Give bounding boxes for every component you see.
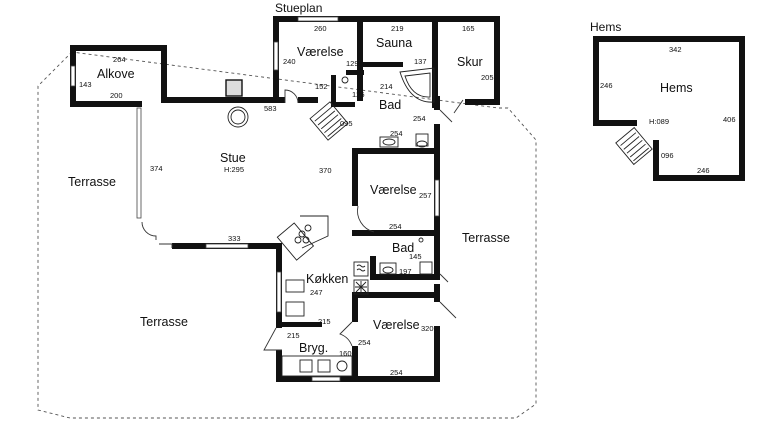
hems-height: H:089 [649,117,669,126]
dim-label: 254 [413,114,426,123]
stove-icon [227,106,249,128]
dim-label: 152 [315,82,328,91]
dim-label: 214 [380,82,393,91]
dim-label: 165 [462,24,475,33]
dim-label: 257 [419,191,432,200]
room-hems: Hems [660,81,693,95]
dim-label: 215 [318,317,331,326]
dim-label: 254 [390,368,403,377]
fixtures [225,67,435,377]
loft-title: Hems [590,20,621,34]
dim-label: 143 [79,80,92,89]
terrace-bottom: Terrasse [140,315,188,329]
dim-label: 137 [414,57,427,66]
dim-label: 333 [228,234,241,243]
fan-icon [353,279,369,295]
ground-floor-title: Stueplan [275,1,322,15]
dim-label: 254 [358,338,371,347]
dim-label: 160 [339,349,352,358]
dim-label: 205 [481,73,494,82]
dim-label: 260 [314,24,327,33]
dim-label: 145 [409,252,422,261]
chimney-icon [225,79,243,97]
toilet-icon [415,133,429,147]
dim-label: 374 [150,164,163,173]
dim-label: 254 [390,129,403,138]
bathtub-icon [399,67,435,103]
room-vaerelse-top: Værelse [297,45,344,59]
dim-label: 197 [399,267,412,276]
room-vaerelse-mid: Værelse [370,183,417,197]
dim-label: 246 [697,166,710,175]
room-skur: Skur [457,55,483,69]
dim-label: 264 [113,55,126,64]
dimension-labels: 260 219 165 264 143 200 240 129 137 205 … [79,24,736,377]
doors [141,89,464,351]
sink-icon [379,136,399,148]
dim-label: 129 [346,59,359,68]
loft-walls [593,36,745,181]
room-bad-top: Bad [379,98,401,112]
dim-label: 583 [264,104,277,113]
stue-height: H:295 [224,165,244,174]
terrace-outline [37,51,537,419]
dim-label: 215 [287,331,300,340]
room-alkove: Alkove [97,67,135,81]
dim-label: 219 [391,24,404,33]
terrace-right: Terrasse [462,231,510,245]
loft-stairs-icon [615,126,653,166]
room-sauna: Sauna [376,36,412,50]
dim-label: 240 [283,57,296,66]
dim-label: 200 [110,91,123,100]
dim-label: 406 [723,115,736,124]
dim-label: 096 [661,151,674,160]
room-bad-mid: Bad [392,241,414,255]
dim-label: 095 [340,119,353,128]
terrace-left: Terrasse [68,175,116,189]
kitchen-counter [276,222,315,261]
stairs-icon [309,101,349,141]
room-kokken: Køkken [306,272,348,286]
dim-label: 320 [421,324,434,333]
dim-label: 370 [319,166,332,175]
room-bryg: Bryg. [299,341,328,355]
dim-label: 254 [389,222,402,231]
windows [70,16,440,382]
dim-label: 125 [352,90,365,99]
dim-label: 342 [669,45,682,54]
room-vaerelse-bottom: Værelse [373,318,420,332]
radiator-icon [353,261,369,277]
room-stue: Stue [220,151,246,165]
dim-label: 246 [600,81,613,90]
dim-label: 247 [310,288,323,297]
